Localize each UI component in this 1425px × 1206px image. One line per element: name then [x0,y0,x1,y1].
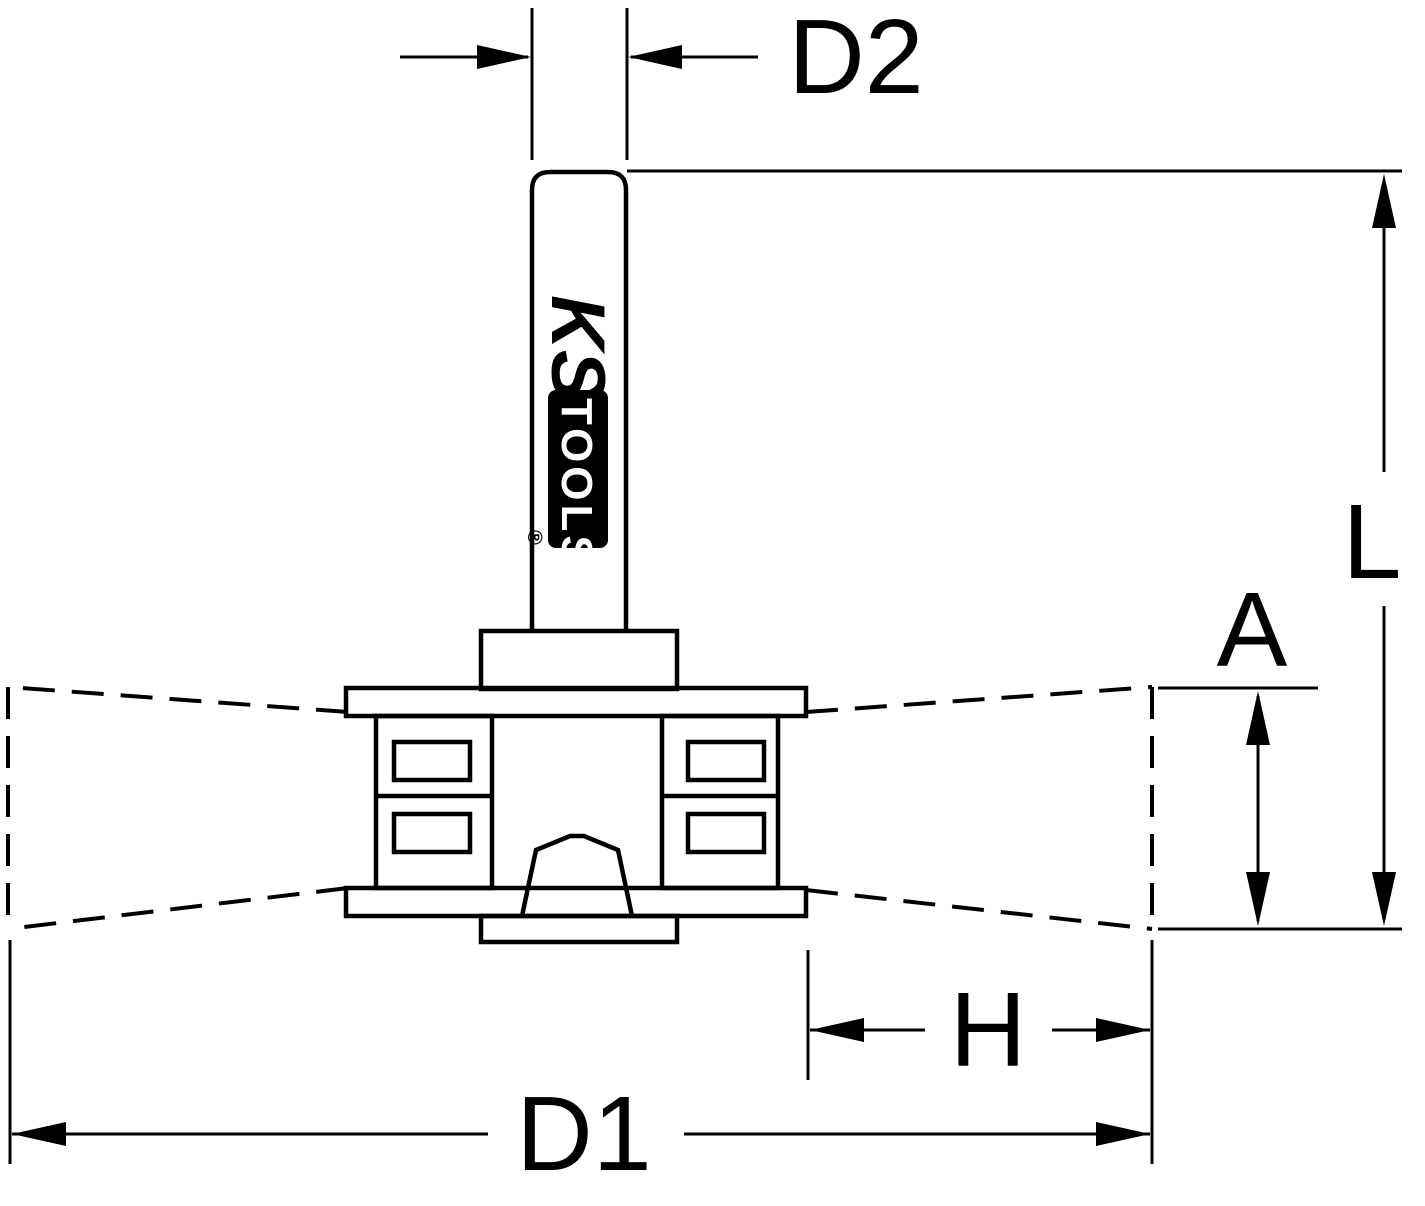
left-clamp [373,713,495,891]
top-flange [343,685,809,719]
h-arrowhead-left [810,1018,864,1042]
d2-arrowhead-left [477,45,531,69]
d1-arrowhead-left [12,1122,66,1146]
d1-arrowhead-right [1096,1122,1150,1146]
d2-arrowhead-right [628,45,682,69]
dimension-arrowheads [12,45,1396,1146]
hub-nut [519,833,635,917]
ks-tools-logo: KS TOOLS ® [523,295,620,569]
a-arrowhead-top [1246,691,1270,745]
brush-body [343,169,809,945]
d2-label: D2 [788,0,924,116]
left-clamp-slot-bottom [391,811,473,855]
dimension-labels: D2 L A H D1 [516,0,1401,1193]
shank-outline [529,169,629,632]
bristle-right-bottom [805,888,1153,931]
bottom-flange [343,885,809,919]
bristle-outline [6,685,1154,931]
bristle-left-bottom [7,886,349,931]
l-arrowhead-bottom [1372,872,1396,926]
a-label: A [1217,571,1288,689]
logo-ks-text: KS [535,295,620,401]
right-clamp-slot-bottom [685,811,767,855]
a-arrowhead-bottom [1246,872,1270,926]
bottom-plate [478,913,680,945]
left-clamp-slot-top [391,739,473,783]
bristle-left-top [7,685,349,714]
l-arrowhead-top [1372,174,1396,228]
right-clamp [659,713,781,891]
right-clamp-slot-top [685,739,767,783]
d1-label: D1 [516,1075,652,1193]
logo-tools-text: TOOLS [552,398,601,569]
l-label: L [1343,483,1402,601]
dimension-lines [8,8,1402,1164]
bristle-right-top [805,685,1153,714]
registered-mark: ® [523,530,545,545]
h-arrowhead-right [1096,1018,1150,1042]
h-label: H [950,971,1027,1089]
collar [478,628,680,692]
logo-tools-box [548,390,608,548]
